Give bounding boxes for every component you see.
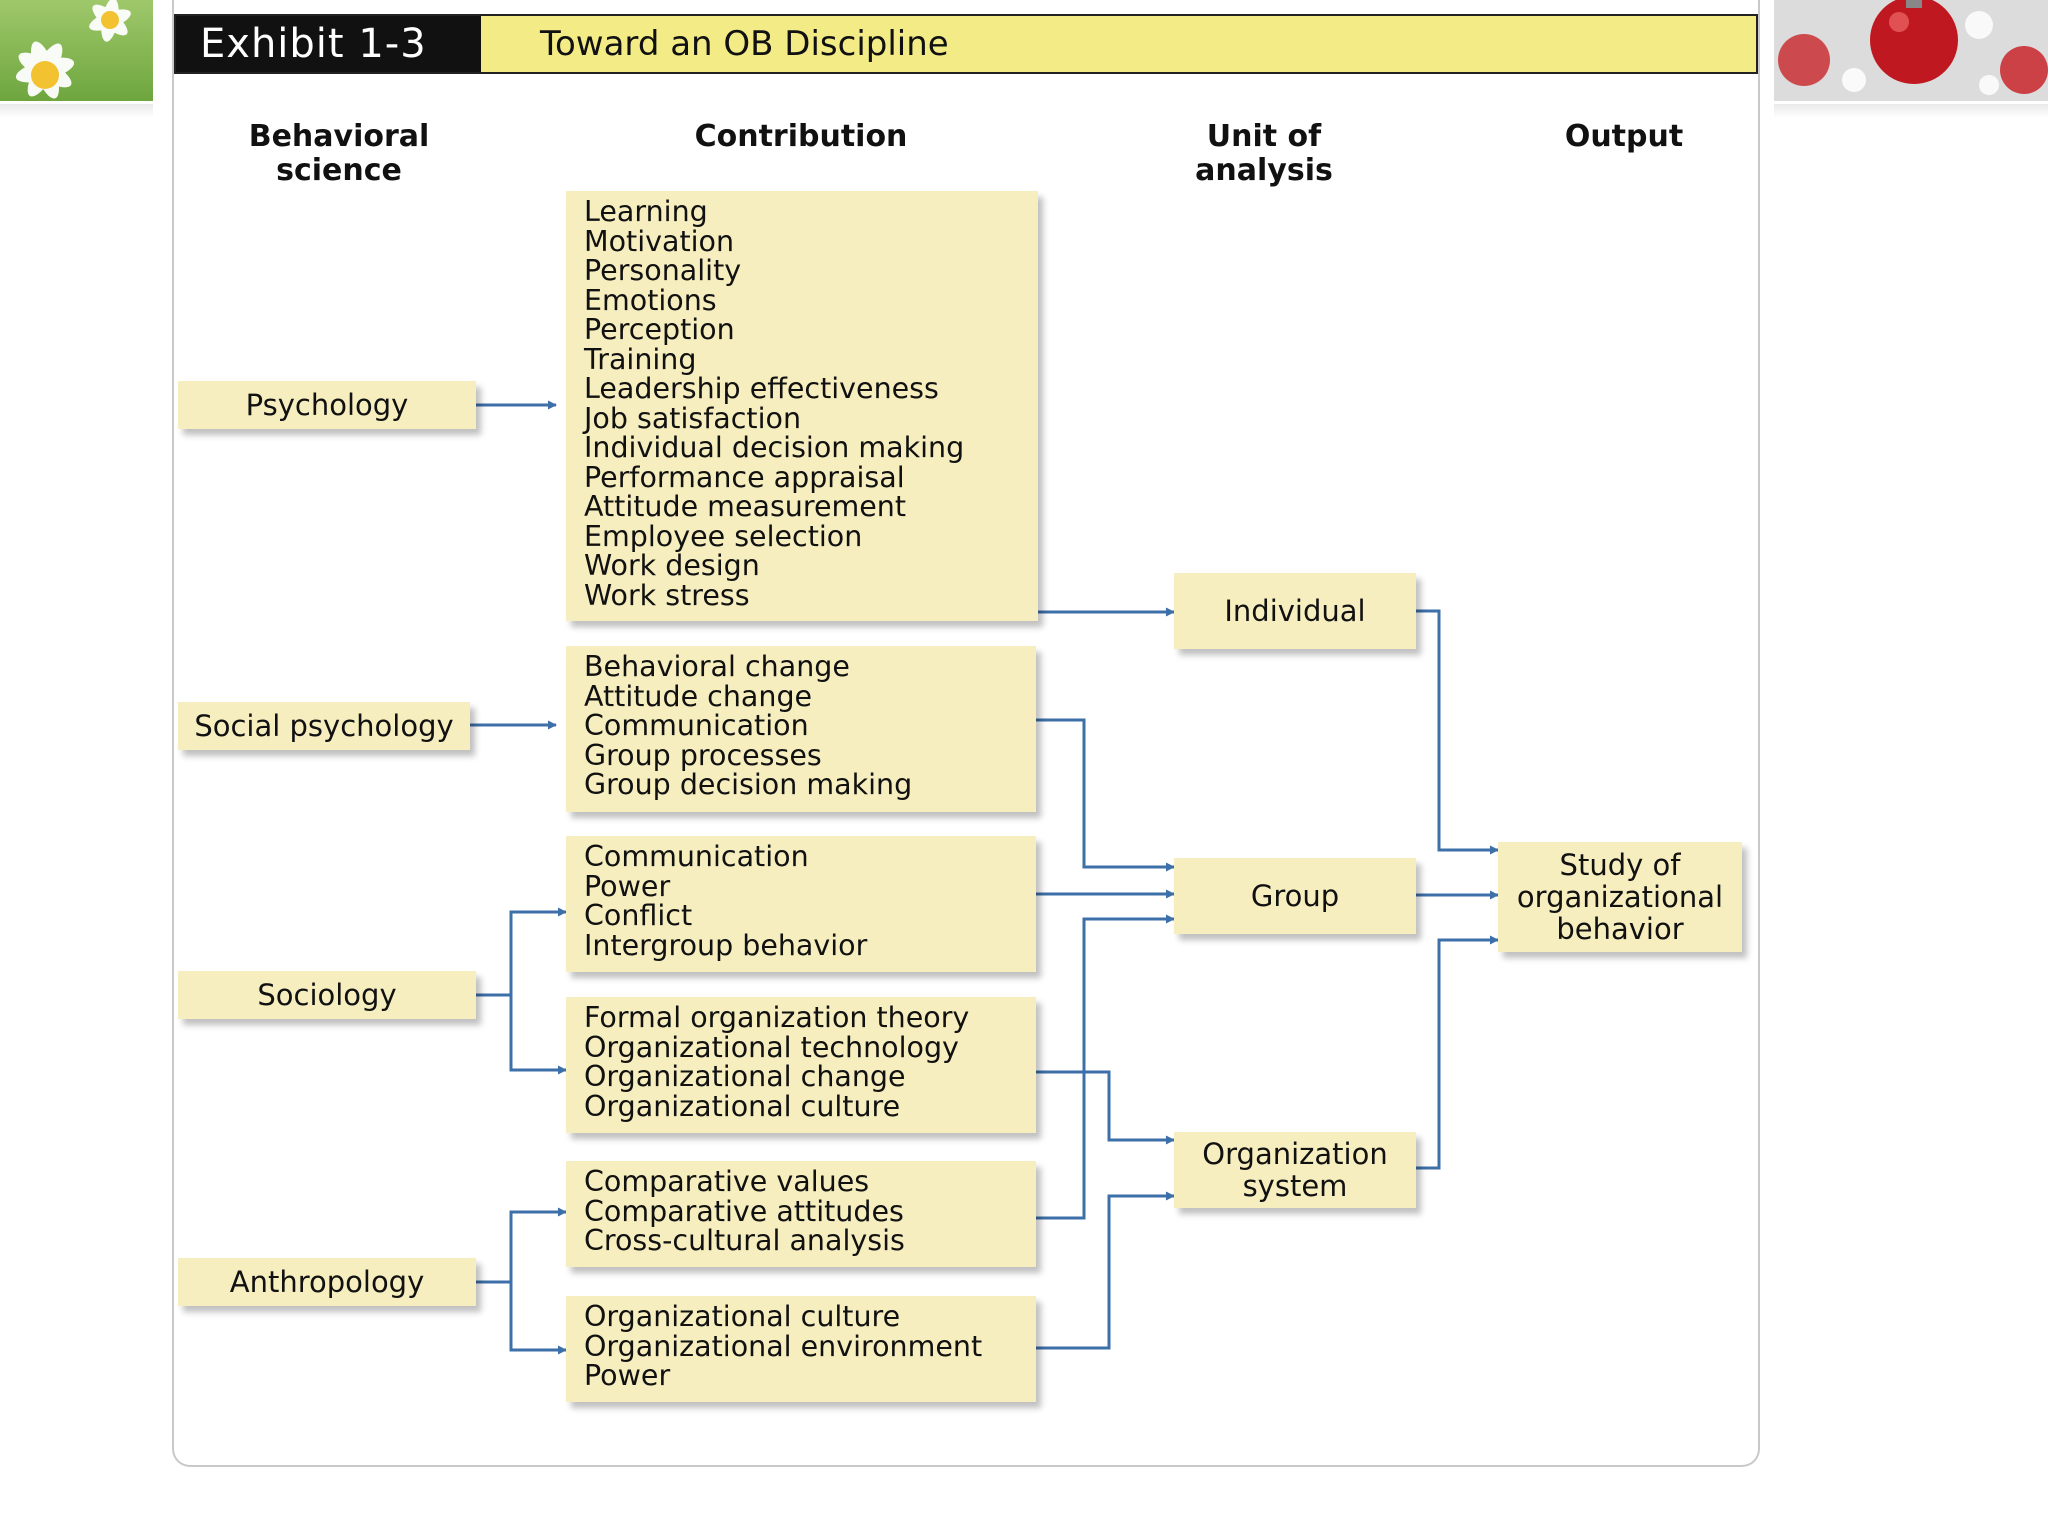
connector-arrows (470, 400, 1499, 1355)
list-item: Employee selection (584, 519, 863, 553)
list-item: Organizational change (584, 1060, 906, 1093)
column-header-contribution: Contribution (694, 119, 908, 154)
unit-label: Organization system (1202, 1137, 1388, 1203)
arrow-anthro-org-to-organization (1036, 1191, 1175, 1350)
arrow-anthropology-to-group-topics (476, 1207, 567, 1284)
list-item: Organizational culture (584, 1089, 901, 1123)
list-item: Learning (584, 195, 708, 228)
list-item: Power (584, 869, 671, 903)
list-item: Communication (584, 840, 809, 873)
list-item: Comparative values (584, 1165, 870, 1198)
list-item: Communication (584, 709, 809, 742)
contribution-psychology: Learning Motivation Personality Emotions… (566, 191, 1038, 621)
list-item: Conflict (584, 899, 693, 932)
list-item: Intergroup behavior (584, 928, 868, 962)
list-item: Group decision making (584, 768, 913, 801)
christmas-ornament-photo (1774, 0, 2048, 101)
unit-group: Group (1174, 858, 1416, 934)
output-label: Study of organizational behavior (1516, 848, 1724, 946)
column-header-output: Output (1564, 119, 1684, 154)
list-item: Attitude change (584, 679, 813, 713)
exhibit-panel: Exhibit 1-3 Toward an OB Discipline Beha… (172, 0, 1760, 1467)
arrow-anthropology-to-org-topics (509, 1282, 567, 1355)
contribution-anthropology-group: Comparative values Comparative attitudes… (566, 1161, 1036, 1267)
list-item: Attitude measurement (584, 490, 907, 523)
contribution-sociology-organization: Formal organization theory Organizationa… (566, 997, 1036, 1133)
list-item: Organizational environment (584, 1329, 983, 1363)
list-item: Work design (584, 549, 760, 582)
unit-label: Individual (1224, 594, 1366, 628)
science-social-psychology: Social psychology (178, 702, 470, 750)
list-item: Formal organization theory (584, 1001, 970, 1034)
list-item: Comparative attitudes (584, 1194, 904, 1228)
exhibit-label: Exhibit 1-3 (176, 16, 481, 72)
science-psychology: Psychology (178, 381, 476, 429)
unit-label: Group (1250, 879, 1340, 913)
list-item: Group processes (584, 738, 822, 772)
list-item: Job satisfaction (584, 401, 802, 435)
list-item: Performance appraisal (584, 460, 905, 494)
unit-individual: Individual (1174, 573, 1416, 649)
list-item: Emotions (584, 283, 717, 317)
list-item: Organizational culture (584, 1300, 901, 1333)
list-item: Training (584, 342, 697, 376)
contribution-social-psychology: Behavioral change Attitude change Commun… (566, 646, 1036, 812)
science-sociology: Sociology (178, 971, 476, 1019)
list-item: Motivation (584, 224, 735, 258)
arrow-anthro-topics-to-group (1036, 914, 1175, 1220)
column-header-unit-of-analysis: Unit of analysis (1195, 119, 1333, 188)
list-item: Work stress (584, 578, 750, 612)
arrow-social-topics-to-group (1036, 718, 1175, 872)
list-item: Perception (584, 313, 735, 346)
list-item: Personality (584, 254, 742, 287)
output-study-of-ob: Study of organizational behavior (1498, 842, 1742, 952)
contribution-anthropology-organization: Organizational culture Organizational en… (566, 1296, 1036, 1402)
list-item: Cross-cultural analysis (584, 1224, 905, 1257)
list-item: Power (584, 1359, 671, 1392)
science-anthropology: Anthropology (178, 1258, 476, 1306)
list-item: Organizational technology (584, 1030, 959, 1064)
daisy-photo (0, 0, 153, 101)
arrow-organization-to-output (1416, 935, 1499, 1170)
contribution-sociology-group: Communication Power Conflict Intergroup … (566, 836, 1036, 972)
unit-organization-system: Organization system (1174, 1132, 1416, 1208)
arrow-sociology-to-org-topics (509, 995, 567, 1075)
arrow-sociology-to-group-topics (476, 907, 567, 997)
list-item: Individual decision making (584, 431, 965, 464)
title-bar: Exhibit 1-3 Toward an OB Discipline (174, 14, 1758, 74)
arrow-sociology-org-to-organization (1036, 1070, 1175, 1145)
column-header-behavioral-science: Behavioral science (248, 119, 430, 188)
exhibit-title: Toward an OB Discipline (540, 24, 949, 64)
arrow-individual-to-output (1416, 609, 1499, 855)
list-item: Leadership effectiveness (584, 372, 939, 405)
list-item: Behavioral change (584, 650, 850, 683)
